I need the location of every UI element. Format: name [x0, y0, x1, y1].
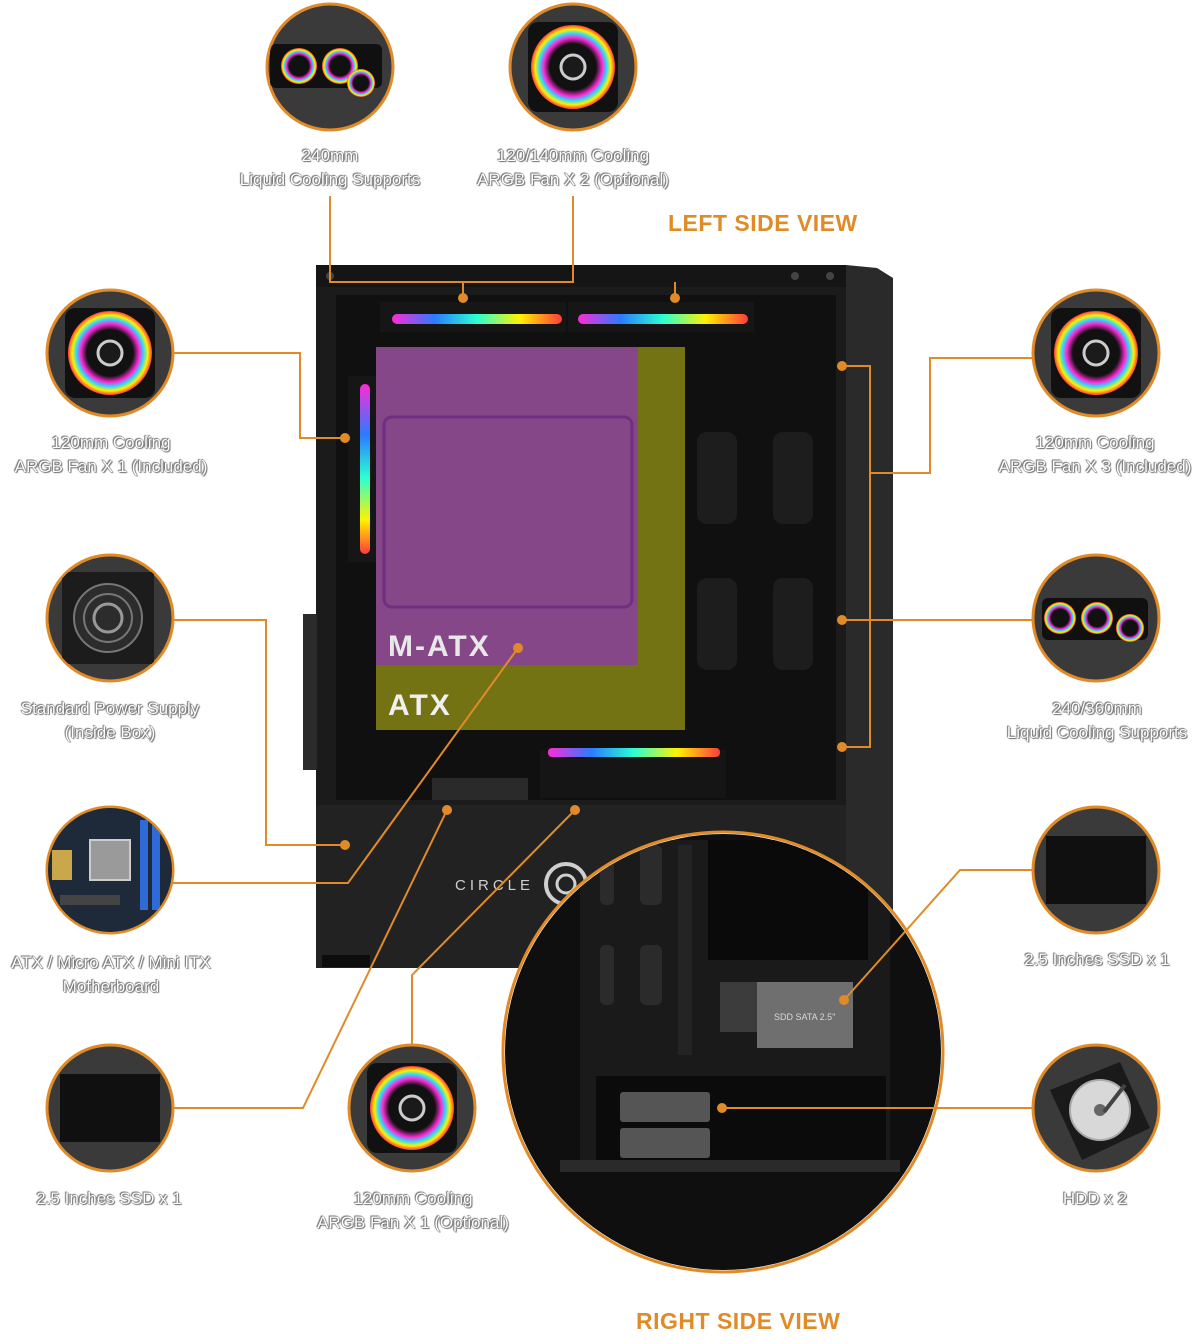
feature-label: 120mm Cooling ARGB Fan X 1 (Optional) — [306, 1187, 520, 1235]
cable-grommet — [697, 578, 737, 670]
case-screw — [791, 272, 799, 280]
zoom-ssd-drive — [757, 982, 853, 1048]
rear-fan-rgb — [360, 384, 370, 554]
feature-label: Standard Power Supply (Inside Box) — [10, 697, 210, 745]
rear-io-bracket — [303, 614, 317, 770]
shroud-ssd-slot — [432, 778, 528, 800]
feature-label-line: Motherboard — [62, 977, 160, 996]
feature-label-line: 120mm Cooling — [51, 433, 171, 452]
feature-label-line: Liquid Cooling Supports — [239, 170, 421, 189]
feature-label-line: (Inside Box) — [64, 723, 156, 742]
right-side-view-heading: RIGHT SIDE VIEW — [636, 1308, 841, 1334]
feature-label-line: 240/360mm — [1052, 699, 1142, 718]
motherboard-icon — [45, 805, 175, 935]
power-supply-icon — [45, 553, 175, 683]
feature-label-line: ATX / Micro ATX / Mini ITX — [11, 953, 211, 972]
case-brand-text: CIRCLE — [455, 877, 534, 894]
callout-dots — [340, 293, 849, 1113]
cable-grommet — [773, 432, 813, 524]
ssd-icon — [45, 1043, 175, 1173]
hdd-icon — [1031, 1043, 1161, 1173]
pc-case: M-ATX ATX CIRCLE — [303, 265, 893, 968]
feature-label-line: ARGB Fan X 1 (Optional) — [317, 1213, 509, 1232]
top-fan-rgb-left — [392, 314, 562, 324]
feature-label-line: 2.5 Inches SSD x 1 — [36, 1189, 182, 1208]
feature-label-line: ARGB Fan X 2 (Optional) — [477, 170, 669, 189]
feature-label: 2.5 Inches SSD x 1 — [1012, 948, 1182, 972]
ssd-icon — [1031, 805, 1161, 935]
zoom-ssd-tag: SDD SATA 2.5" — [774, 1012, 835, 1022]
callout-lines — [172, 196, 1034, 1109]
atx-label: ATX — [388, 689, 452, 722]
radiator-360-icon — [1031, 553, 1161, 683]
feature-label: ATX / Micro ATX / Mini ITX Motherboard — [0, 951, 222, 999]
feature-label-line: 120/140mm Cooling — [496, 146, 650, 165]
right-side-zoom: SDD SATA 2.5" — [501, 830, 945, 1274]
feature-label-line: 120mm Cooling — [353, 1189, 473, 1208]
left-side-view-heading: LEFT SIDE VIEW — [668, 210, 858, 236]
radiator-240-icon — [265, 2, 395, 132]
matx-label: M-ATX — [388, 630, 491, 663]
bottom-fan-frame — [540, 750, 726, 798]
feature-label: 120mm Cooling ARGB Fan X 3 (Included) — [990, 431, 1200, 479]
feature-label-line: ARGB Fan X 3 (Included) — [998, 457, 1192, 476]
argb-fan-icon — [508, 2, 638, 132]
bottom-fan-rgb — [548, 748, 720, 757]
feature-label-line: 120mm Cooling — [1035, 433, 1155, 452]
feature-label-line: HDD x 2 — [1062, 1189, 1128, 1208]
matx-board-overlay — [376, 347, 638, 665]
feature-label-line: 240mm — [301, 146, 359, 165]
argb-fan-icon — [347, 1043, 477, 1173]
case-screw — [826, 272, 834, 280]
feature-label: 240/360mm Liquid Cooling Supports — [994, 697, 1200, 745]
board-cooler-outline — [382, 415, 634, 609]
zoom-hdd-1 — [620, 1092, 710, 1122]
cable-grommet — [697, 432, 737, 524]
argb-fan-icon — [1031, 288, 1161, 418]
zoom-hdd-2 — [620, 1128, 710, 1158]
feature-label-line: ARGB Fan X 1 (Included) — [14, 457, 208, 476]
top-fan-rgb-right — [578, 314, 748, 324]
feature-label: HDD x 2 — [1040, 1187, 1150, 1211]
feature-label-line: Liquid Cooling Supports — [1006, 723, 1188, 742]
feature-label-line: 2.5 Inches SSD x 1 — [1024, 950, 1170, 969]
feature-label: 120mm Cooling ARGB Fan X 1 (Included) — [6, 431, 216, 479]
argb-fan-icon — [45, 288, 175, 418]
cable-grommet — [773, 578, 813, 670]
feature-label-line: Standard Power Supply — [20, 699, 200, 718]
feature-label: 120/140mm Cooling ARGB Fan X 2 (Optional… — [466, 144, 680, 192]
feature-label: 2.5 Inches SSD x 1 — [24, 1187, 194, 1211]
feature-label: 240mm Liquid Cooling Supports — [230, 144, 430, 192]
case-top-rail — [316, 265, 846, 287]
case-foot-left — [322, 955, 370, 967]
